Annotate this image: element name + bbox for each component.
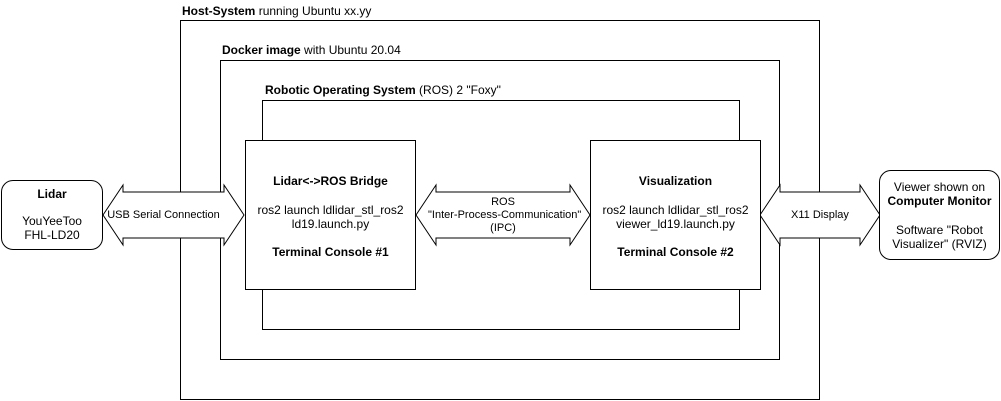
- monitor-line-4: Visualizer" (RVIZ): [892, 237, 987, 251]
- bridge-title: Lidar<->ROS Bridge: [273, 174, 388, 188]
- lidar-box: Lidar YouYeeToo FHL-LD20: [1, 180, 103, 250]
- bridge-console: Terminal Console #1: [272, 245, 389, 259]
- docker-image-rest: with Ubuntu 20.04: [300, 43, 401, 57]
- lidar-ros-bridge-box: Lidar<->ROS Bridge ros2 launch ldlidar_s…: [245, 140, 416, 290]
- visualization-box: Visualization ros2 launch ldlidar_stl_ro…: [590, 140, 761, 290]
- ipc-arrow-label: ROS "Inter-Process-Communication" (IPC): [428, 196, 582, 235]
- monitor-line-2: Computer Monitor: [887, 194, 992, 208]
- visualization-title: Visualization: [638, 174, 713, 188]
- monitor-line-1: Viewer shown on: [893, 180, 986, 194]
- ros-bold: Robotic Operating System: [265, 83, 416, 97]
- visualization-line-2: viewer_ld19.launch.py: [616, 217, 735, 231]
- ros-label: Robotic Operating System (ROS) 2 "Foxy": [265, 83, 501, 97]
- docker-image-label: Docker image with Ubuntu 20.04: [222, 43, 401, 57]
- ipc-line-3: (IPC): [490, 222, 516, 234]
- host-system-bold: Host-System: [182, 4, 256, 18]
- bridge-line-2: ld19.launch.py: [291, 217, 370, 231]
- bridge-line-1: ros2 launch ldlidar_stl_ros2: [257, 203, 404, 217]
- visualization-line-1: ros2 launch ldlidar_stl_ros2: [602, 203, 749, 217]
- usb-arrow-label: USB Serial Connection: [107, 209, 220, 221]
- docker-image-bold: Docker image: [222, 43, 301, 57]
- ipc-line-2: "Inter-Process-Communication": [428, 209, 582, 221]
- x11-arrow-label: X11 Display: [791, 209, 849, 221]
- lidar-title: Lidar: [37, 187, 67, 201]
- visualization-console: Terminal Console #2: [617, 245, 734, 259]
- host-system-label: Host-System running Ubuntu xx.yy: [182, 4, 371, 18]
- computer-monitor-box: Viewer shown on Computer Monitor Softwar…: [879, 170, 1000, 260]
- monitor-line-3: Software "Robot: [896, 223, 983, 237]
- host-system-rest: running Ubuntu xx.yy: [255, 4, 372, 18]
- ipc-line-1: ROS: [491, 196, 515, 208]
- lidar-line-2: FHL-LD20: [24, 228, 80, 242]
- usb-arrow: [102, 183, 245, 247]
- ros-rest: (ROS) 2 "Foxy": [415, 83, 501, 97]
- lidar-line-1: YouYeeToo: [22, 214, 82, 228]
